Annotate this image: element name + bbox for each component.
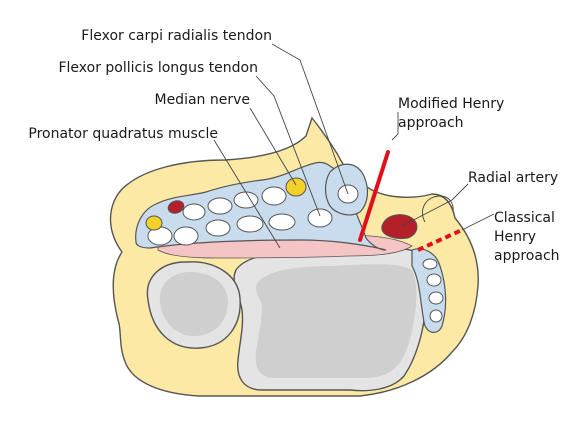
label-fpl-tendon: Flexor pollicis longus tendon: [58, 60, 258, 76]
label-modified-henry-line1: Modified Henry: [398, 96, 504, 112]
label-radial-artery: Radial artery: [468, 170, 558, 186]
extensor-tendon: [422, 258, 438, 270]
extensor-tendon: [429, 309, 443, 323]
label-classical-henry: Classical Henry approach: [494, 210, 560, 264]
classical-henry-approach-line: [417, 228, 463, 252]
ulna-medullary: [159, 272, 228, 336]
label-classical-henry-line2: Henry: [494, 229, 536, 245]
skin-fold-line: [421, 195, 454, 223]
label-classical-henry-line3: approach: [494, 248, 560, 264]
flexor-tendon: [205, 219, 231, 237]
flexor-tendon: [268, 213, 296, 231]
flexor-tendon: [261, 186, 287, 206]
classical-henry-leader: [461, 213, 495, 231]
ulnar-nerve: [145, 215, 163, 231]
modified-henry-approach-line: [358, 150, 390, 242]
modified-henry-leader: [391, 112, 399, 141]
radial-artery: [381, 214, 418, 239]
label-fcr-tendon: Flexor carpi radialis tendon: [81, 28, 272, 44]
fcr-leader: [271, 43, 349, 195]
radial-artery-leader: [401, 183, 469, 227]
pq-leader: [213, 139, 281, 249]
flexor-tendon: [173, 226, 199, 246]
label-median-nerve: Median nerve: [154, 92, 250, 108]
flexor-tendon: [236, 215, 264, 233]
extensor-tendon: [426, 273, 442, 287]
label-modified-henry-line2: approach: [398, 115, 464, 131]
ulnar-artery: [167, 200, 185, 214]
extensor-tendon: [428, 291, 444, 305]
label-pq-muscle: Pronator quadratus muscle: [28, 126, 218, 142]
median-nerve-leader: [249, 107, 297, 186]
flexor-tendon: [182, 203, 206, 221]
flexor-tendon: [207, 197, 233, 215]
label-modified-henry: Modified Henry approach: [398, 96, 509, 131]
label-classical-henry-line1: Classical: [494, 210, 555, 226]
fpl-leader: [255, 75, 321, 217]
radius-medullary: [255, 264, 417, 378]
fpl-tendon: [307, 208, 333, 228]
median-nerve: [285, 177, 307, 197]
